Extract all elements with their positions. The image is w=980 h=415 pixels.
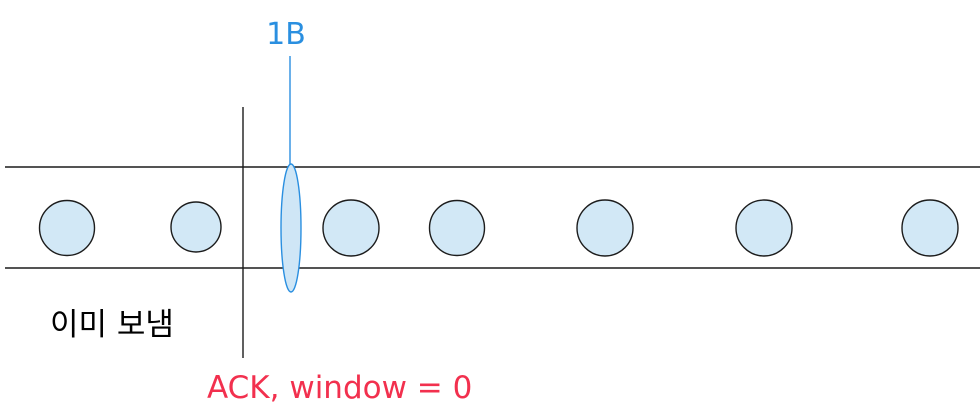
packet-1 [38, 199, 96, 257]
packet-6 [735, 199, 793, 257]
packet-4 [428, 199, 486, 257]
ack-window-label: ACK, window = 0 [207, 370, 472, 406]
segment-size-label: 1B [266, 17, 306, 52]
packet-2 [170, 201, 222, 253]
packet-5 [576, 199, 634, 257]
already-sent-label: 이미 보냄 [50, 307, 174, 343]
probe-segment [280, 163, 302, 293]
packet-7 [901, 199, 959, 257]
packet-3 [322, 199, 380, 257]
